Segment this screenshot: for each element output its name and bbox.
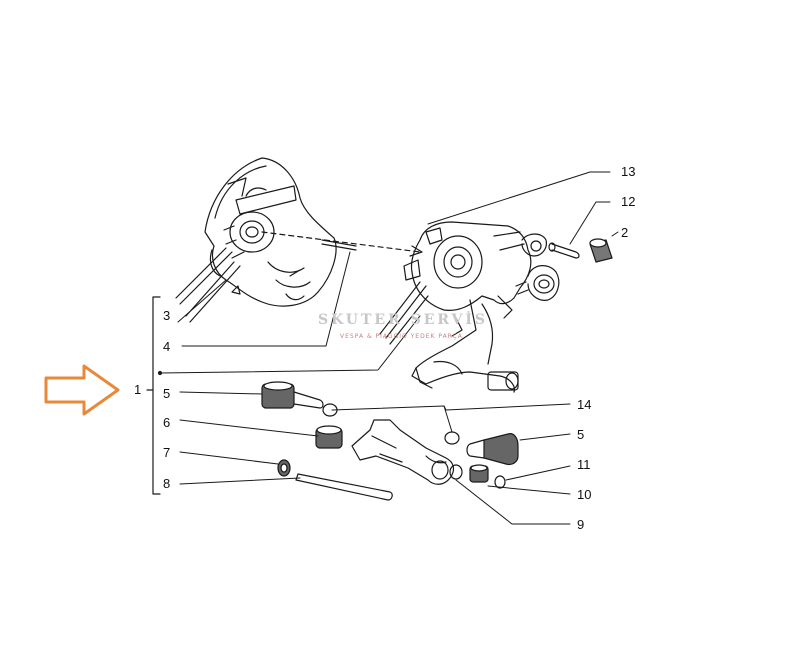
callout-9: 9 (577, 517, 585, 532)
part-6-bushing (315, 425, 343, 449)
callout-3: 3 (163, 308, 171, 323)
callout-7: 7 (163, 445, 171, 460)
part-5-left-bearing-pin (261, 381, 324, 409)
callout-11: 11 (577, 457, 591, 472)
callout-6: 6 (163, 415, 171, 430)
part-8-long-pin (295, 473, 393, 501)
callout-10: 10 (577, 487, 592, 502)
alignment-dashed-line (261, 231, 421, 253)
part-5-right-bearing-pin (466, 433, 519, 466)
leader-lines (159, 171, 619, 525)
callout-5-right: 5 (577, 427, 585, 442)
part-10-bush (469, 464, 489, 483)
part-7-ring (277, 459, 291, 477)
stud-4 (321, 239, 357, 251)
callout-8: 8 (163, 476, 171, 491)
part-2-bushing (589, 238, 613, 263)
callout-4: 4 (163, 339, 171, 354)
left-crankcase-half (204, 157, 337, 307)
right-crankcase-half (403, 221, 560, 393)
part-12-pin (548, 242, 580, 259)
watermark-subtitle: VESPA & PIAGGIO YEDEK PARÇA (340, 333, 463, 340)
pointer-arrow-icon (44, 364, 120, 416)
part-14-ring-right (444, 431, 460, 445)
callout-12: 12 (621, 194, 636, 209)
watermark-title: SKUTER SERVİS (318, 312, 489, 328)
studs-left (175, 247, 241, 323)
callout-13: 13 (621, 164, 636, 179)
leader-dot (157, 370, 163, 376)
callout-14: 14 (577, 397, 592, 412)
callout-1: 1 (134, 382, 142, 397)
group-bracket (146, 296, 161, 495)
studs-right (379, 281, 429, 345)
callout-2: 2 (621, 225, 629, 240)
part-11-washer (494, 475, 506, 489)
part-9-ring (449, 464, 463, 480)
callout-5-left: 5 (163, 386, 171, 401)
swing-arm-link (351, 419, 455, 485)
